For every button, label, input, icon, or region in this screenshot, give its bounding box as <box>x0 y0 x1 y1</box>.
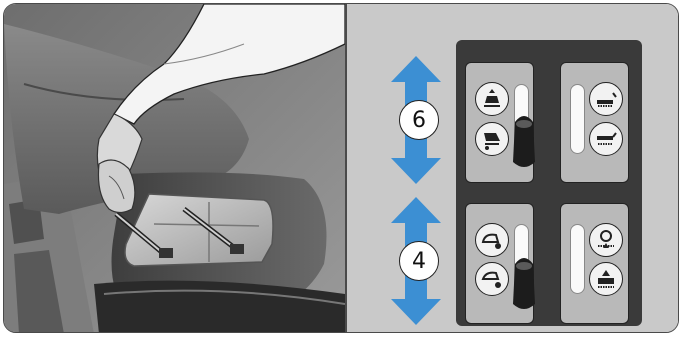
lever-knob-icon[interactable] <box>509 254 539 312</box>
brush-lower-icon <box>589 82 623 116</box>
main-brush-up-icon <box>589 223 623 257</box>
lever-slot <box>570 84 585 154</box>
main-brush-down-icon <box>589 262 623 296</box>
bucket-up-icon <box>475 82 509 116</box>
brush-raise-icon <box>589 122 623 156</box>
operator-illustration <box>4 4 345 333</box>
lever-knob-icon[interactable] <box>509 112 539 170</box>
bucket-down-icon <box>475 122 509 156</box>
step-number-6: 6 <box>399 100 439 140</box>
lever-slot <box>570 224 585 294</box>
side-brush-cw-icon <box>475 223 509 257</box>
side-brush-ccw-icon <box>475 262 509 296</box>
step-number-4: 4 <box>399 241 439 281</box>
illustration-frame: 6 4 <box>3 3 679 333</box>
